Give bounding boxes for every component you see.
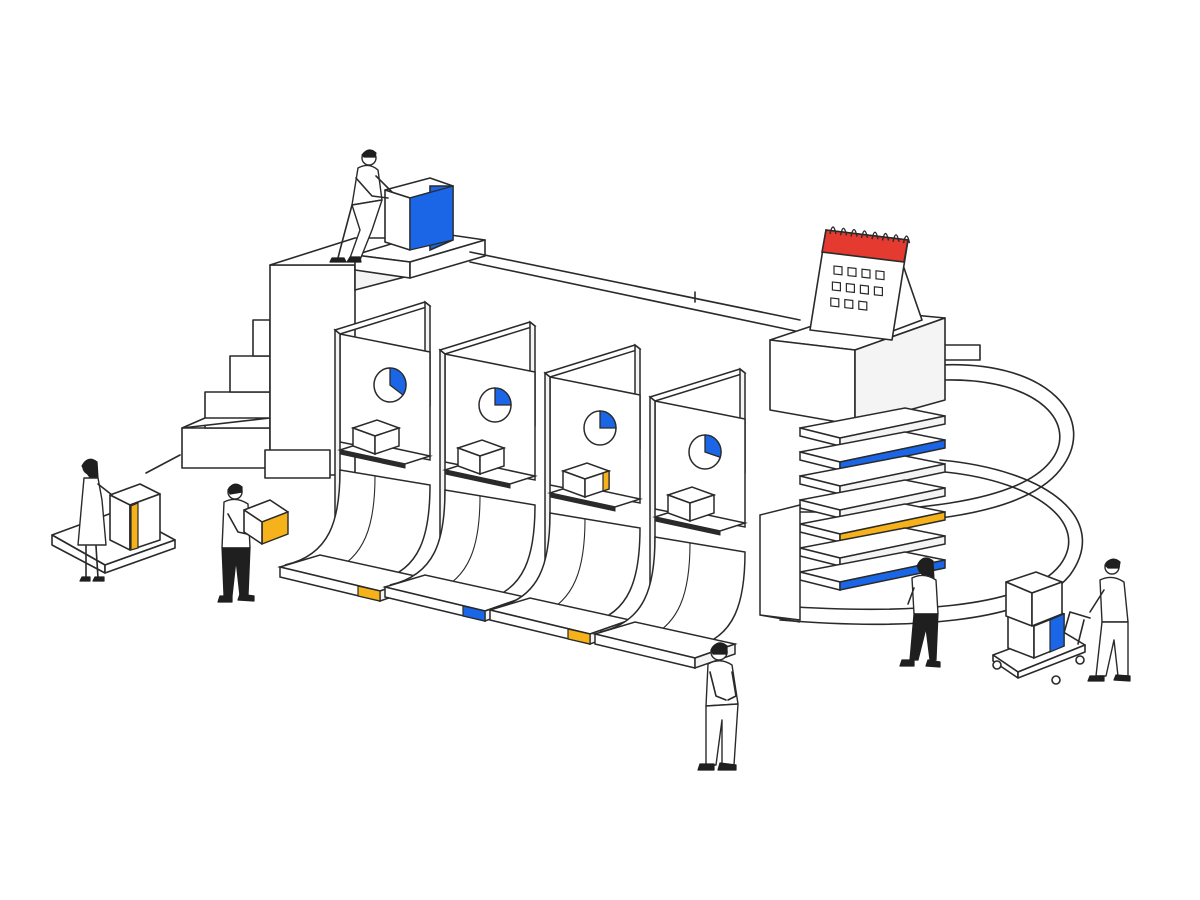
base-tray-accent bbox=[567, 628, 591, 645]
calendar-grid bbox=[830, 265, 885, 311]
stack-back bbox=[759, 504, 801, 621]
chute-panel-top bbox=[438, 321, 537, 355]
chute-4 bbox=[592, 367, 748, 670]
tray-edge bbox=[839, 463, 946, 495]
pie-chart-slice bbox=[389, 367, 407, 396]
calendar-ring bbox=[871, 231, 879, 240]
calendar-cell bbox=[847, 266, 857, 278]
base-tray-accent bbox=[357, 585, 381, 602]
calendar-cell bbox=[831, 281, 842, 292]
shelf-edge bbox=[549, 492, 616, 512]
calendar-ring bbox=[892, 234, 900, 242]
person-carrying-yellow-box bbox=[217, 483, 289, 603]
calendar-ring bbox=[860, 230, 869, 239]
calendar-ring bbox=[850, 228, 858, 237]
box-front bbox=[689, 493, 715, 523]
tray-edge bbox=[839, 487, 946, 519]
chute-2 bbox=[382, 320, 538, 623]
person-standing-hands-behind-back bbox=[697, 642, 739, 771]
tray-edge bbox=[839, 415, 946, 447]
calendar-cell bbox=[875, 270, 885, 281]
pie-chart-slice bbox=[704, 434, 722, 459]
box-on-pedestal bbox=[109, 483, 161, 551]
chute-row bbox=[277, 300, 748, 670]
tray-stack bbox=[759, 407, 946, 623]
person-with-box-on-cart-left bbox=[77, 458, 113, 582]
box-front bbox=[479, 446, 505, 476]
calendar-cell bbox=[833, 265, 843, 276]
chute-3 bbox=[487, 343, 643, 646]
top-rail bbox=[469, 251, 801, 333]
chute-panel-top bbox=[648, 368, 747, 402]
blue-box-top bbox=[384, 177, 454, 252]
chute-panel-top bbox=[543, 344, 642, 378]
calendar-cell bbox=[859, 284, 870, 295]
floor-line bbox=[145, 454, 181, 474]
calendar-cell bbox=[845, 282, 856, 294]
person-carrying-box-top bbox=[329, 149, 393, 263]
person-pushing-hand-truck bbox=[1087, 558, 1131, 682]
calendar-ring bbox=[881, 232, 890, 241]
shelf-edge bbox=[654, 516, 721, 536]
calendar-cell bbox=[844, 298, 854, 310]
calendar-icon bbox=[809, 226, 923, 341]
pie-chart-slice bbox=[599, 410, 617, 429]
box-accent bbox=[602, 470, 610, 492]
calendar-ring bbox=[829, 226, 837, 235]
hand-truck bbox=[992, 571, 1091, 685]
stairs bbox=[181, 319, 271, 469]
calendar-ring bbox=[902, 235, 911, 244]
calendar-cell bbox=[873, 286, 884, 297]
tray-edge bbox=[839, 535, 946, 567]
calendar-rings bbox=[829, 226, 911, 244]
tray-accent-yellow bbox=[839, 511, 946, 543]
shelf-edge bbox=[339, 449, 406, 469]
shelf-edge bbox=[444, 469, 511, 489]
calendar-cell bbox=[858, 300, 868, 311]
tray-accent-blue bbox=[839, 439, 946, 471]
woman-standing-near-stack bbox=[899, 557, 941, 668]
box-front bbox=[374, 426, 400, 456]
calendar-ring bbox=[839, 227, 848, 236]
chute-1 bbox=[277, 300, 433, 603]
calendar-cell bbox=[830, 297, 840, 308]
calendar-cell bbox=[861, 268, 871, 279]
pie-chart-slice bbox=[494, 387, 512, 406]
base-tray-accent bbox=[462, 605, 486, 622]
